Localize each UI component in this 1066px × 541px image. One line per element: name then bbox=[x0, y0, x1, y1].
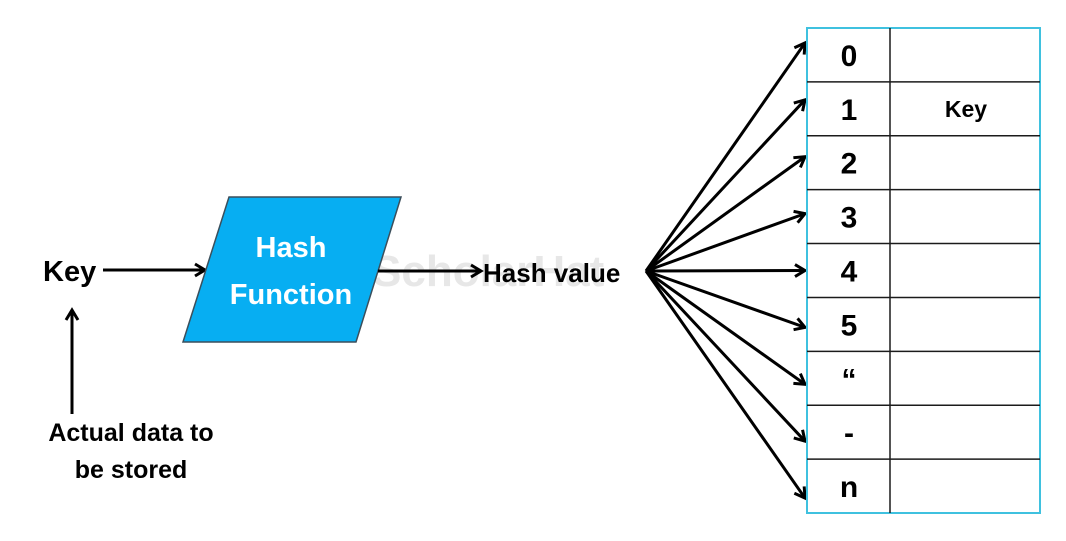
hash-value-fan-out-arrows bbox=[644, 40, 808, 501]
hash-table-index-1: 1 bbox=[841, 94, 858, 127]
hash-table-index-2: 2 bbox=[841, 148, 858, 181]
hash-table-border bbox=[806, 27, 1041, 514]
fan-arrow-to-row-4 bbox=[645, 263, 808, 278]
fan-arrow-to-row-8 bbox=[644, 270, 807, 501]
hash-function-label-line2: Function bbox=[230, 279, 352, 311]
hash-table: 0 1 Key 2 3 4 5 “ - n bbox=[806, 27, 1041, 514]
hash-function-label-line1: Hash bbox=[256, 232, 327, 264]
actual-data-label-line1: Actual data to bbox=[48, 419, 213, 447]
fan-arrow-to-row-3 bbox=[645, 209, 808, 273]
hash-table-index-5: 5 bbox=[841, 309, 858, 342]
hash-table-index-0: 0 bbox=[841, 40, 858, 73]
fan-arrow-to-row-1 bbox=[644, 97, 807, 273]
hash-table-value-1: Key bbox=[945, 96, 987, 122]
hash-table-index-6: “ bbox=[842, 363, 857, 396]
hash-value-label: Hash value bbox=[483, 258, 620, 288]
fan-arrow-to-row-6 bbox=[645, 269, 808, 386]
hash-table-index-3: 3 bbox=[841, 202, 858, 235]
hash-function-shape bbox=[181, 196, 403, 343]
key-label: Key bbox=[43, 256, 96, 288]
fan-arrow-to-row-0 bbox=[644, 40, 807, 272]
hash-table-index-4: 4 bbox=[841, 256, 858, 289]
fan-arrow-to-row-5 bbox=[645, 269, 808, 332]
hash-table-index-8: n bbox=[840, 471, 858, 504]
hash-table-index-7: - bbox=[844, 417, 854, 450]
fan-arrow-to-row-2 bbox=[645, 155, 808, 273]
actual-data-label-line2: be stored bbox=[75, 456, 188, 484]
fan-arrow-to-row-7 bbox=[644, 269, 807, 444]
